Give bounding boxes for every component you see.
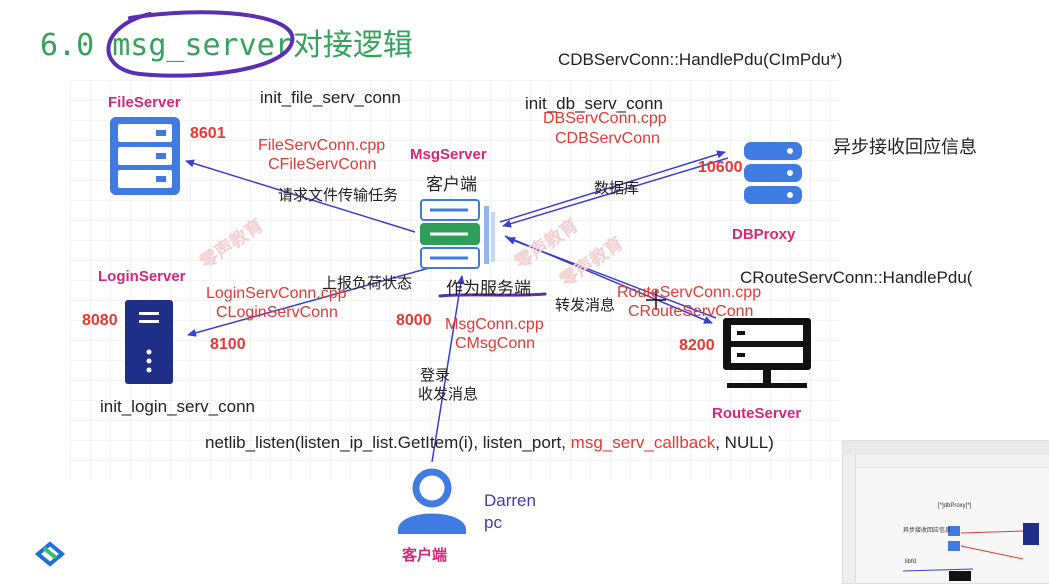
file-server-label: FileServer [108, 94, 181, 111]
thumbnail-label: libfd [905, 559, 917, 565]
db-proxy-icon [744, 142, 802, 204]
db-handle-pdu-note: CDBServConn::HandlePdu(CImPdu*) [558, 50, 843, 69]
thumbnail-diagram [902, 523, 1039, 581]
msg-server-port: 8000 [396, 312, 432, 329]
netlib-listen-note: netlib_listen(listen_ip_list.GetItem(i),… [205, 433, 774, 453]
file-serv-conn-file: FileServConn.cpp [258, 137, 386, 154]
edge-msg-to-fileserver [185, 159, 416, 233]
file-server-port: 8601 [190, 125, 226, 142]
login-server-port-client: 8080 [82, 312, 118, 329]
msg-server-icon [420, 199, 495, 269]
thumbnail-sidebar [843, 455, 856, 583]
edge-label-forward-msg: 转发消息 [555, 297, 616, 314]
db-proxy-port: 10600 [698, 159, 743, 176]
msg-conn-class: CMsgConn [455, 335, 536, 352]
edge-routeserver-to-msg [506, 237, 717, 319]
thumbnail-label: 异步接收回应信息 [903, 528, 952, 534]
crosshair-cursor-icon [646, 290, 666, 310]
thumbnail-preview: [*]dbProxy[*] 异步接收回应信息 libfd [842, 440, 1049, 584]
async-receive-note: 异步接收回应信息 [833, 137, 977, 157]
client-label: 客户端 [402, 547, 448, 564]
title-suffix: 对接逻辑 [292, 28, 413, 63]
netlib-listen-args: netlib_listen(listen_ip_list.GetItem(i),… [205, 433, 571, 452]
init-login-serv-conn-note: init_login_serv_conn [100, 397, 255, 416]
diagram-grid-background [70, 80, 840, 480]
edge-client-to-msg [431, 275, 465, 463]
route-server-label: RouteServer [712, 405, 802, 422]
client-person-icon [398, 468, 466, 534]
route-serv-conn-file: RouteServConn.cpp [617, 284, 762, 301]
route-server-port: 8200 [679, 337, 715, 354]
file-serv-conn-class: CFileServConn [268, 156, 377, 173]
db-serv-conn-file: DBServConn.cpp [543, 110, 667, 127]
client-user-name: Darren [484, 491, 536, 510]
login-server-icon [125, 300, 173, 384]
msg-server-client-role: 客户端 [426, 175, 477, 194]
edge-msg-to-loginserver [187, 264, 441, 337]
msg-conn-file: MsgConn.cpp [445, 316, 544, 333]
login-serv-conn-file: LoginServConn.cpp [206, 285, 347, 302]
init-file-serv-conn-note: init_file_serv_conn [260, 88, 401, 107]
client-device: pc [484, 513, 502, 532]
route-handle-pdu-note: CRouteServConn::HandlePdu( [740, 268, 973, 287]
edge-label-file-transfer: 请求文件传输任务 [278, 187, 399, 204]
db-serv-conn-class: CDBServConn [555, 130, 660, 147]
msg-server-label: MsgServer [410, 146, 487, 163]
pen-circle-annotation [106, 10, 295, 78]
edge-label-report-load: 上报负荷状态 [322, 275, 413, 292]
login-server-label: LoginServer [98, 268, 186, 285]
edge-dbproxy-to-msg [502, 157, 729, 228]
init-db-serv-conn-note: init_db_serv_conn [525, 94, 663, 113]
msg-server-server-role: 作为服务端 [446, 279, 531, 298]
edge-label-send-recv: 收发消息 [418, 386, 479, 403]
route-serv-conn-class: CRouteServConn [628, 303, 754, 320]
login-server-port-msg: 8100 [210, 336, 246, 353]
title-highlighted: msg_server [112, 28, 293, 63]
login-serv-conn-class: CLoginServConn [216, 304, 338, 321]
title-prefix: 6.0 [40, 28, 113, 63]
db-proxy-label: DBProxy [732, 226, 796, 243]
brand-logo-icon [34, 541, 66, 567]
thumbnail-label: [*]dbProxy[*] [938, 503, 972, 509]
route-server-icon [723, 318, 811, 388]
file-server-icon [110, 117, 180, 195]
page-title: 6.0 msg_server对接逻辑 [40, 20, 413, 64]
edge-msg-to-dbproxy [499, 150, 726, 223]
netlib-listen-callback: msg_serv_callback [570, 433, 716, 452]
netlib-listen-tail: , NULL) [715, 433, 774, 452]
thumbnail-toolbar [855, 455, 1049, 468]
edge-label-database: 数据库 [594, 180, 640, 197]
pen-underline-annotation [438, 292, 547, 298]
edge-label-login: 登录 [420, 367, 451, 384]
